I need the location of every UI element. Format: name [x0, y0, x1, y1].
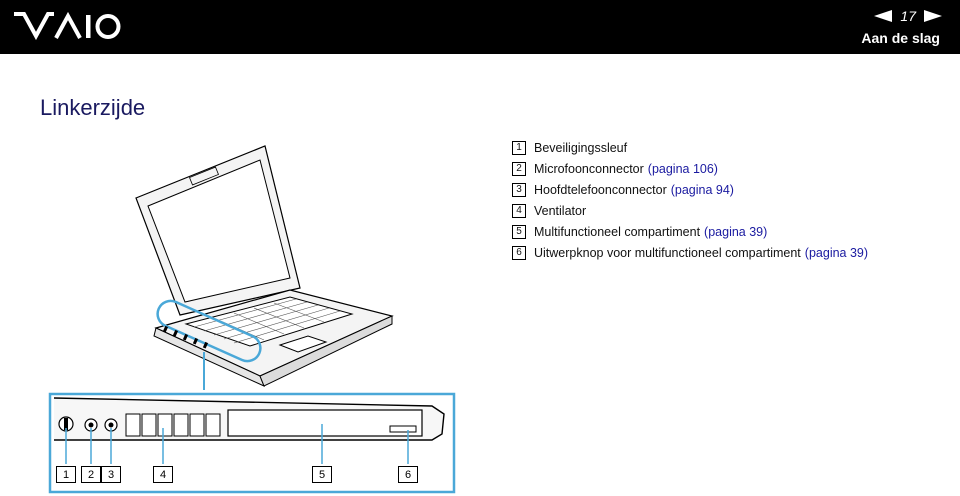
page-title: Linkerzijde — [40, 95, 146, 120]
legend-number: 1 — [512, 140, 526, 155]
legend-item: 1 Beveiligingssleuf — [512, 137, 868, 158]
legend-item: 3 Hoofdtelefoonconnector(pagina 94) — [512, 179, 868, 200]
callout-label: 2 — [81, 466, 101, 483]
callout-label: 1 — [56, 466, 76, 483]
vaio-logo — [14, 11, 121, 41]
legend-item: 2 Microfoonconnector(pagina 106) — [512, 158, 868, 179]
page-reference-link[interactable]: (pagina 39) — [704, 224, 768, 239]
page-reference-link[interactable]: (pagina 94) — [670, 182, 734, 197]
legend-number: 6 — [512, 245, 526, 260]
page-header: 17 Aan de slag — [0, 0, 960, 54]
left-side-view-illustration — [48, 392, 456, 494]
legend-item: 5 Multifunctioneel compartiment(pagina 39… — [512, 221, 868, 242]
legend-number: 2 — [512, 161, 526, 176]
legend-text: Multifunctioneel compartiment — [534, 224, 701, 239]
callout-label: 3 — [101, 466, 121, 483]
legend-number: 3 — [512, 182, 526, 197]
legend-text: Microfoonconnector — [534, 161, 644, 176]
legend-text: Ventilator — [534, 203, 587, 218]
page-navigator: 17 — [874, 8, 942, 24]
page-reference-link[interactable]: (pagina 106) — [647, 161, 718, 176]
previous-page-icon[interactable] — [874, 10, 893, 22]
legend-text: Beveiligingssleuf — [534, 140, 628, 155]
legend-number: 4 — [512, 203, 526, 218]
legend-item: 4 Ventilator — [512, 200, 868, 221]
legend-item: 6 Uitwerpknop voor multifunctioneel compa… — [512, 242, 868, 263]
page-reference-link[interactable]: (pagina 39) — [804, 245, 869, 260]
callout-label: 5 — [312, 466, 332, 483]
legend-text: Hoofdtelefoonconnector — [534, 182, 667, 197]
callout-label: 4 — [153, 466, 173, 483]
legend-text: Uitwerpknop voor multifunctioneel compar… — [534, 245, 801, 260]
next-page-icon[interactable] — [924, 10, 942, 22]
legend-number: 5 — [512, 224, 526, 239]
page-number: 17 — [900, 8, 916, 24]
laptop-illustration — [135, 145, 394, 390]
callout-label: 6 — [398, 466, 418, 483]
section-title: Aan de slag — [861, 30, 940, 46]
